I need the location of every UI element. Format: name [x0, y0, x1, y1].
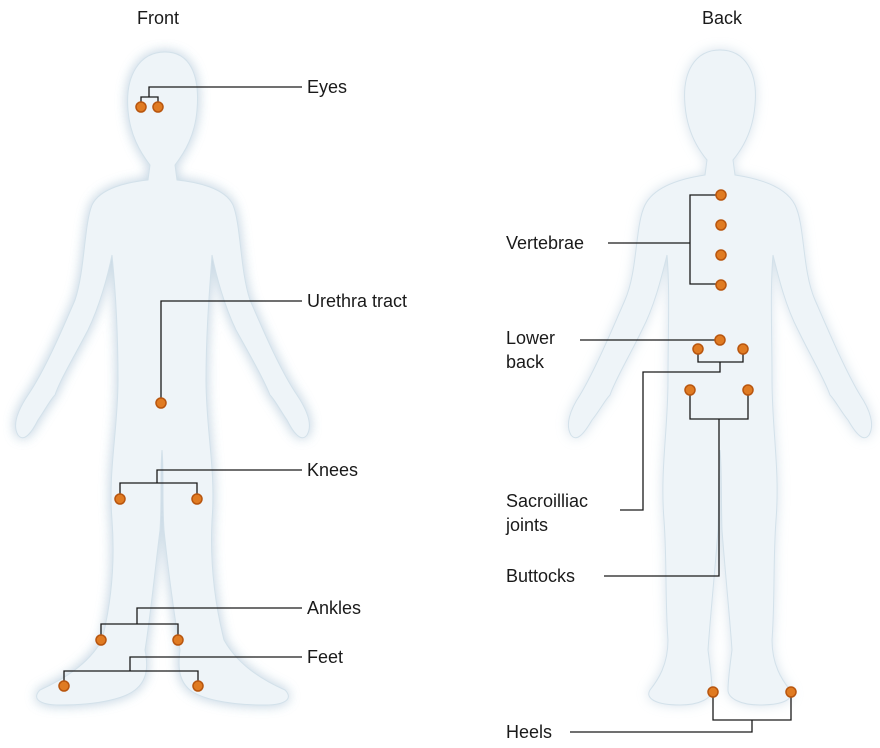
back-view-title: Back: [702, 8, 743, 28]
vertebra-marker-4: [716, 280, 726, 290]
buttock-marker-right: [743, 385, 753, 395]
urethra-label: Urethra tract: [307, 291, 407, 311]
ankle-marker-right: [173, 635, 183, 645]
knees-label: Knees: [307, 460, 358, 480]
vertebra-marker-1: [716, 190, 726, 200]
lower-back-label-line1: Lower: [506, 328, 555, 348]
heel-marker-left: [708, 687, 718, 697]
knee-marker-right: [192, 494, 202, 504]
sacroiliac-label-line2: joints: [505, 515, 548, 535]
buttock-marker-left: [685, 385, 695, 395]
sacroiliac-marker-left: [693, 344, 703, 354]
feet-label: Feet: [307, 647, 343, 667]
back-body-figure: [568, 50, 871, 705]
vertebra-marker-2: [716, 220, 726, 230]
foot-marker-left: [59, 681, 69, 691]
eye-marker-right: [153, 102, 163, 112]
front-view-title: Front: [137, 8, 179, 28]
ankles-label: Ankles: [307, 598, 361, 618]
buttocks-label: Buttocks: [506, 566, 575, 586]
foot-marker-right: [193, 681, 203, 691]
heels-label: Heels: [506, 722, 552, 742]
ankle-marker-left: [96, 635, 106, 645]
sacroiliac-label-line1: Sacroilliac: [506, 491, 588, 511]
front-body-figure: [16, 52, 310, 705]
vertebra-marker-3: [716, 250, 726, 260]
eye-marker-left: [136, 102, 146, 112]
knee-marker-left: [115, 494, 125, 504]
urethra-marker: [156, 398, 166, 408]
lower-back-marker: [715, 335, 725, 345]
lower-back-label-line2: back: [506, 352, 545, 372]
heel-marker-right: [786, 687, 796, 697]
eyes-label: Eyes: [307, 77, 347, 97]
vertebrae-label: Vertebrae: [506, 233, 584, 253]
sacroiliac-marker-right: [738, 344, 748, 354]
